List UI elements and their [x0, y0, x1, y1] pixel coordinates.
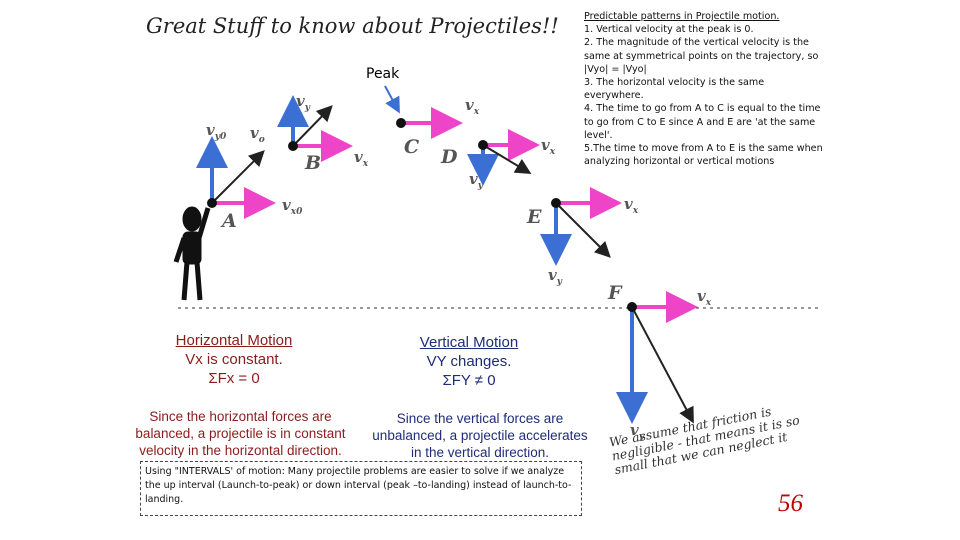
vertical-explanation: Since the vertical forces are unbalanced… [372, 411, 588, 460]
point-label-a: A [222, 210, 237, 232]
peak-label: Peak [366, 66, 400, 82]
vx-label-b: vx [354, 148, 369, 169]
v-arrow-d [482, 144, 532, 175]
note-item: 2. The magnitude of the vertical velocit… [584, 37, 819, 75]
stick-figure [173, 206, 211, 301]
vertical-motion-line2: ΣFY ≠ 0 [442, 372, 496, 389]
point-label-f: F [608, 282, 622, 304]
note-item: 3. The horizontal velocity is the same e… [584, 77, 765, 102]
vx-label-c: vx [465, 96, 480, 117]
vy-label-d: vy [469, 170, 483, 191]
vx-label-f: vx [697, 287, 712, 308]
point-label-d: D [441, 146, 458, 168]
v-arrow-e [555, 202, 611, 258]
horizontal-explanation: Since the horizontal forces are balanced… [135, 409, 346, 458]
vertical-motion-heading: Vertical Motion [419, 334, 519, 351]
point-b-dot [288, 141, 298, 151]
v-arrow-f [631, 306, 694, 424]
peak-pointer-arrow [384, 85, 400, 114]
page-number: 56 [778, 490, 803, 517]
note-item: 4. The time to go from A to C is equal t… [584, 103, 821, 141]
horizontal-motion-box: Horizontal Motion Vx is constant. ΣFx = … [148, 331, 320, 388]
vx-label-e: vx [624, 195, 639, 216]
point-c-dot [396, 118, 406, 128]
point-label-c: C [404, 136, 420, 158]
patterns-notes: Predictable patterns in Projectile motio… [584, 10, 824, 168]
note-item: 5.The time to move from A to E is the sa… [584, 143, 823, 168]
point-d-dot [478, 140, 488, 150]
vertical-motion-line1: VY changes. [426, 353, 512, 370]
point-a-dot [207, 198, 217, 208]
vy0-label: vy0 [206, 121, 227, 142]
vx-label-d: vx [541, 136, 556, 157]
point-e-dot [551, 198, 561, 208]
horizontal-motion-heading: Horizontal Motion [175, 332, 293, 349]
vertical-motion-box: Vertical Motion VY changes. ΣFY ≠ 0 [394, 333, 544, 390]
point-label-e: E [527, 206, 542, 228]
horizontal-motion-line2: ΣFx = 0 [208, 370, 260, 387]
point-f-dot [627, 302, 637, 312]
vo-label: vo [250, 124, 265, 145]
slide-title: Great Stuff to know about Projectiles!! [146, 14, 559, 38]
intervals-note: Using "INTERVALS' of motion: Many projec… [140, 461, 582, 516]
point-label-b: B [305, 152, 322, 174]
vy-label-e: vy [548, 266, 562, 287]
notes-heading: Predictable patterns in Projectile motio… [584, 11, 780, 22]
vo-arrow [211, 150, 265, 204]
horizontal-motion-line1: Vx is constant. [185, 351, 283, 368]
note-item: 1. Vertical velocity at the peak is 0. [584, 24, 754, 36]
vy-label-b: vy [296, 92, 310, 113]
vx0-label: vx0 [282, 196, 303, 217]
v-arrow-b [292, 105, 333, 147]
vy-label-f: vy [630, 421, 644, 442]
